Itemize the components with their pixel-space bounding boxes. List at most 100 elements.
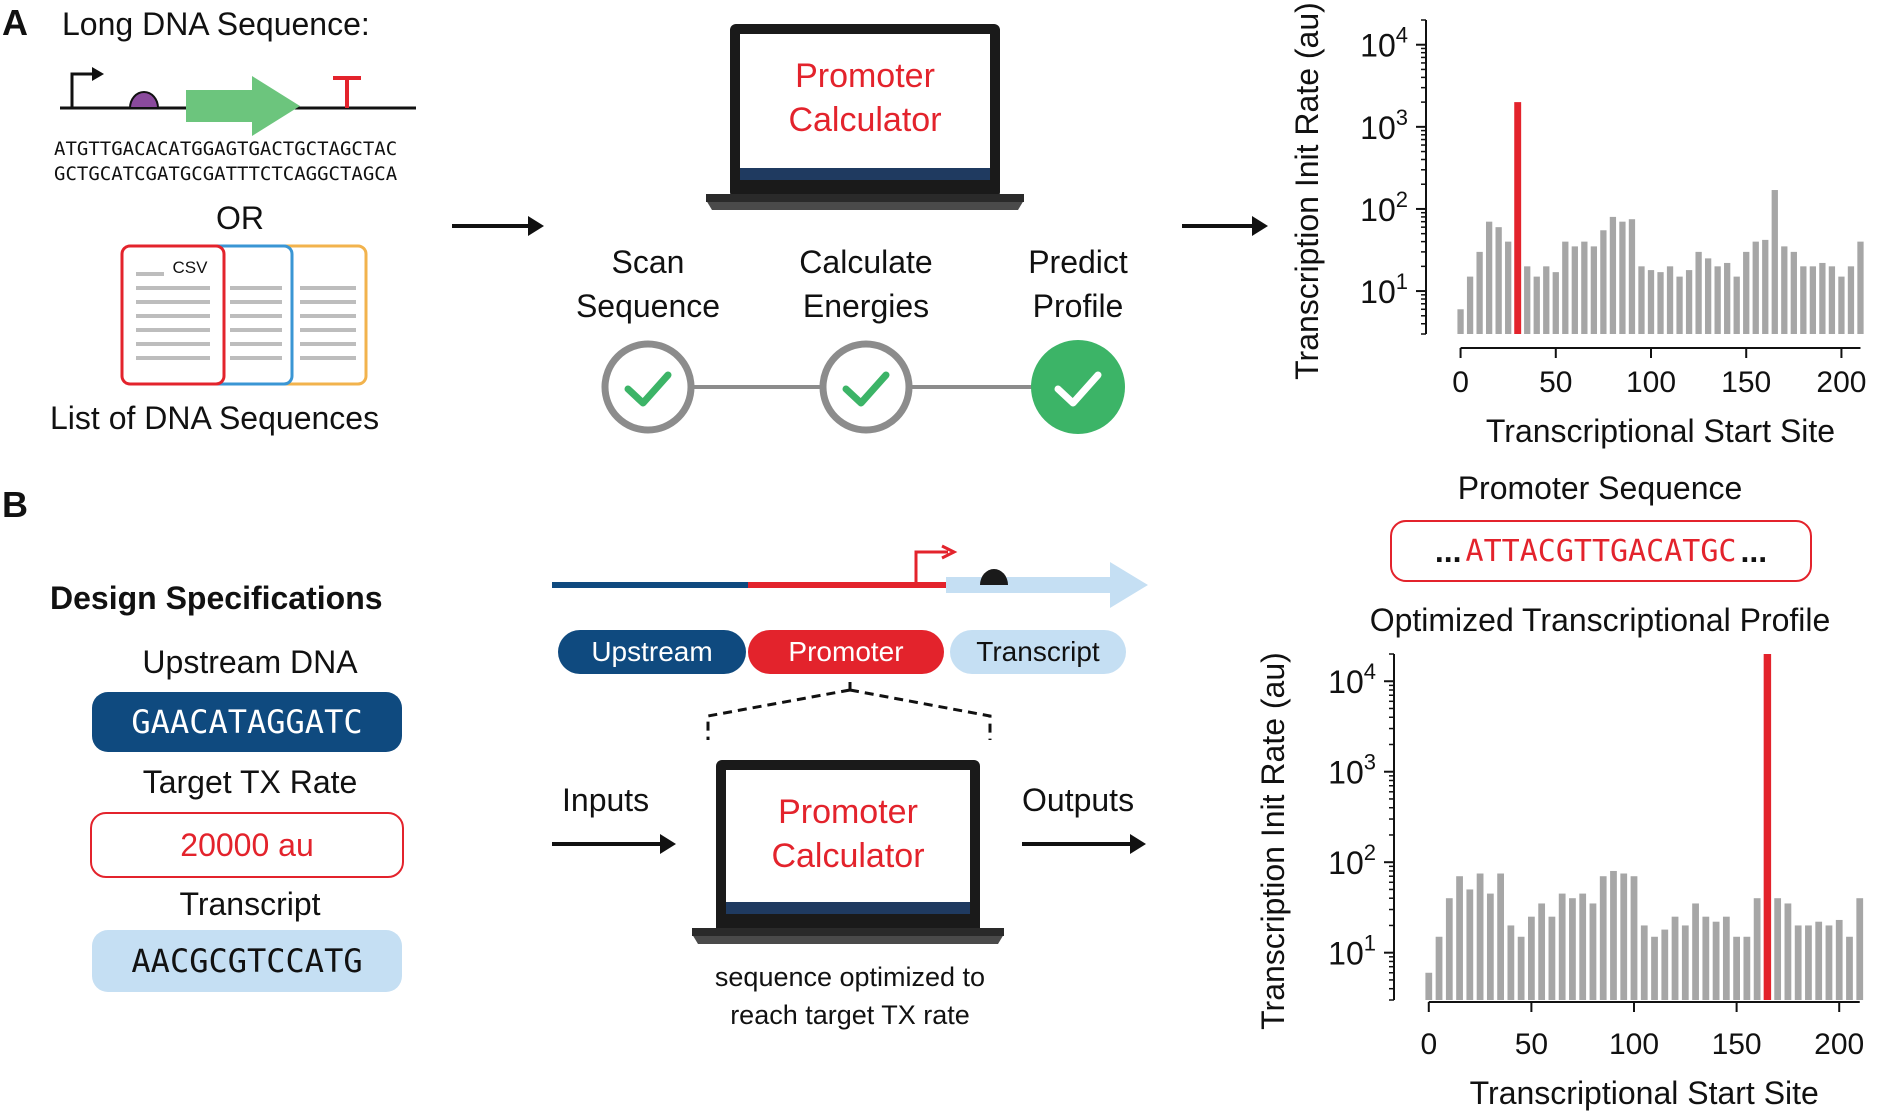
bar [1640,925,1648,1000]
bar [1828,266,1836,334]
target-tx-rate-value: 20000 au [90,812,404,878]
gene-arrow-icon [186,76,300,136]
bar [1847,266,1855,334]
bar [1704,258,1712,334]
x-tick-label: 100 [1609,1028,1659,1061]
step-label-predict: Predict Profile [978,240,1178,328]
laptop-title-a-line2: Calculator [788,101,942,139]
bar [1638,266,1645,334]
upstream-dna-label: Upstream DNA [142,644,358,680]
bar [1692,903,1699,1000]
bar [1466,276,1474,334]
x-tick-label: 200 [1814,1028,1864,1061]
bar [1569,898,1576,1000]
panel-b-letter: B [2,484,28,525]
outputs-label: Outputs [1022,782,1135,818]
step-label-calculate: Calculate Energies [766,240,966,328]
bar [1752,241,1759,334]
laptop-title-b-line2: Calculator [771,837,925,875]
step-predict-line2: Profile [1032,288,1124,324]
bar [1425,972,1433,1000]
bar [1800,266,1807,334]
panel-a-letter: A [2,2,28,43]
bar [1543,266,1550,334]
bar [1619,221,1626,334]
laptop-title-b-line1: Promoter [778,793,918,831]
y-tick-label: 101 [1328,931,1376,972]
y-axis-label: Transcription Init Rate (au) [1289,2,1325,380]
dna-sequence-line-1: ATGTTGACACATGGAGTGACTGCTAGCTAC [54,138,398,160]
bar [1579,893,1587,1000]
bar [1712,921,1720,1000]
laptop-icon [706,24,1024,210]
bar [1733,936,1740,1000]
step-check-scan-icon [601,340,695,434]
promoter-ellipsis-left: ... [1434,532,1462,569]
bar [1589,903,1597,1000]
bar [1528,916,1535,1000]
bar [1743,936,1751,1000]
bar [1743,251,1750,334]
bar [1476,873,1484,1000]
zoom-lines [706,682,992,740]
bar [1476,251,1483,334]
bar [1681,925,1689,1000]
bar [1505,241,1512,334]
list-of-sequences-label: List of DNA Sequences [50,400,380,436]
bar [1733,276,1740,334]
bar [1784,903,1792,1000]
transcript-label: Transcript [179,886,321,922]
bar [1724,262,1731,334]
x-tick-label: 150 [1721,366,1771,399]
arrow-to-chart-icon [1182,216,1268,236]
bar [1456,876,1463,1000]
step-check-predict-icon [1031,340,1125,434]
bar [1600,230,1607,334]
x-axis-label: Transcriptional Start Site [1470,1075,1819,1111]
x-tick-label: 150 [1712,1028,1762,1061]
terminator-icon [333,76,361,108]
bar [1657,272,1664,334]
outputs-arrow-icon [1022,834,1146,854]
caption-line2: reach target TX rate [730,1000,970,1030]
bar [1486,893,1494,1000]
bar [1571,246,1578,334]
bar [1846,936,1853,1000]
segment-promoter: Promoter [748,630,944,674]
laptop-title-b: Promoter Calculator [726,790,970,878]
inputs-label: Inputs [562,782,650,818]
y-tick-label: 101 [1360,269,1408,310]
bar [1835,919,1843,1000]
bar [1661,929,1669,1000]
bar [1435,936,1443,1000]
laptop-title-a: Promoter Calculator [740,54,990,142]
caption-line1: sequence optimized to [714,962,986,992]
transcript-arrow-icon [946,562,1148,608]
bar [1815,921,1823,1000]
y-tick-label: 103 [1360,105,1408,146]
y-tick-label: 103 [1328,750,1376,791]
step-scan-line2: Sequence [575,288,721,324]
promoter-arrow-icon [70,72,98,108]
x-tick-label: 0 [1420,1028,1437,1061]
x-tick-label: 200 [1816,366,1866,399]
bar [1685,270,1693,334]
bar [1781,246,1788,334]
bar [1485,221,1493,334]
bar [1533,276,1540,334]
bar [1552,272,1559,334]
bar [1538,903,1546,1000]
bar [1825,925,1833,1000]
bar [1714,266,1721,334]
promoter-ellipsis-right: ... [1740,532,1768,569]
highlight-bar [1514,102,1522,334]
x-tick-label: 50 [1539,366,1572,399]
bar [1610,870,1617,1000]
y-axis-label: Transcription Init Rate (au) [1255,652,1291,1030]
x-tick-label: 50 [1515,1028,1548,1061]
bar [1495,227,1502,334]
bar [1507,925,1515,1000]
bar [1722,916,1730,1000]
